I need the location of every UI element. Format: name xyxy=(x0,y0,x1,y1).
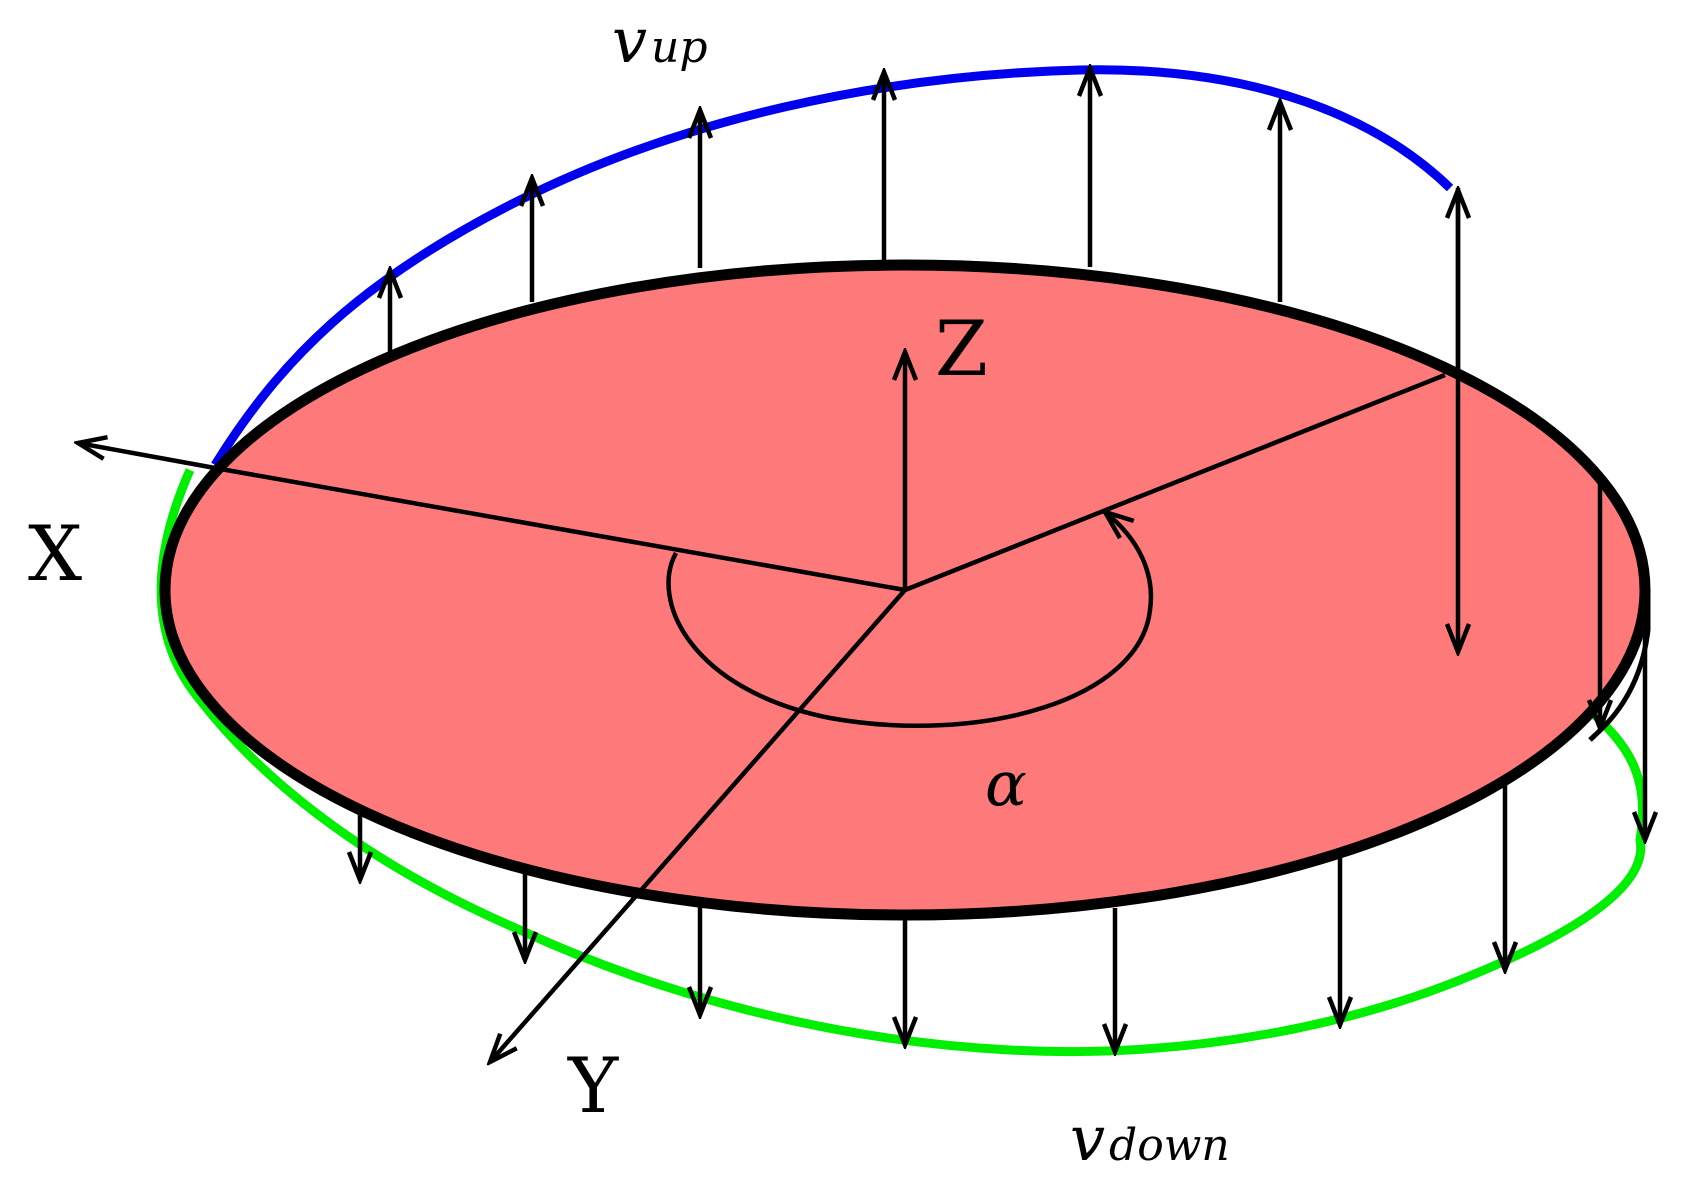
v-up-curve xyxy=(211,65,1454,468)
y-axis-arrow xyxy=(490,588,907,1062)
y-axis-label: Y xyxy=(567,1041,619,1130)
v-down-label: vdown xyxy=(1070,1102,1230,1175)
radius-to-x-rim xyxy=(214,465,906,593)
radius-angled xyxy=(904,372,1446,593)
upward-velocity-arrows xyxy=(390,68,1280,352)
angle-label: α xyxy=(985,747,1027,820)
z-axis-label: Z xyxy=(935,304,988,393)
v-up-label: vup xyxy=(612,4,708,77)
v-down-curve xyxy=(156,468,1648,1057)
x-axis-arrow xyxy=(78,443,216,471)
downward-velocity-arrows xyxy=(360,480,1645,1052)
x-axis-label: X xyxy=(28,509,82,598)
angle-arc xyxy=(666,512,1154,729)
